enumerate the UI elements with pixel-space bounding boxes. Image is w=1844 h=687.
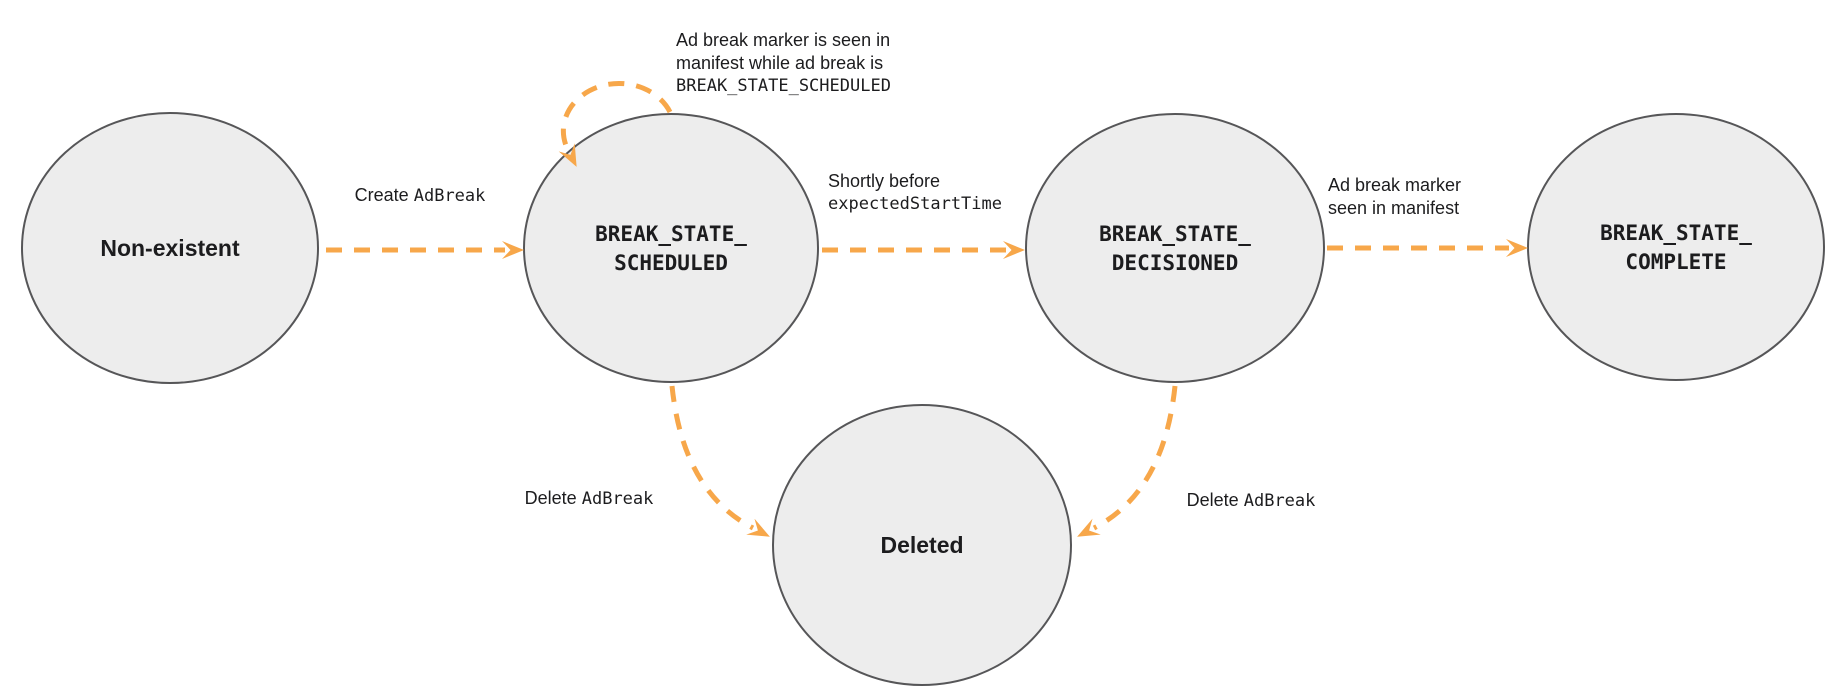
state-node-non-existent [21, 112, 319, 384]
transition-label-marker-seen-in-manifest: Ad break marker seen in manifest [1328, 174, 1461, 220]
state-label-line: COMPLETE [1625, 250, 1727, 274]
transition-label-code: AdBreak [581, 489, 654, 509]
transition-label-line: Ad break marker is seen in [676, 30, 891, 50]
state-label-line: BREAK_STATE_ [595, 222, 747, 246]
state-label-deleted: Deleted [880, 532, 964, 558]
state-node-break-state-scheduled [523, 113, 819, 383]
state-label-non-existent: Non-existent [100, 235, 240, 261]
transition-label-code: AdBreak [413, 186, 486, 206]
transition-label-line: Ad break marker [1328, 175, 1462, 195]
transition-label-self-loop-scheduled: Ad break marker is seen in manifest whil… [676, 29, 891, 98]
state-label-break-state-decisioned: BREAK_STATE_ DECISIONED [1099, 220, 1251, 278]
state-label-line: SCHEDULED [614, 251, 728, 275]
transition-label-text: Shortly before [828, 171, 941, 191]
state-node-break-state-decisioned [1025, 113, 1325, 383]
transition-arrow-self-loop-scheduled [558, 80, 673, 167]
transition-arrow-scheduled-to-deleted [669, 385, 770, 537]
transition-arrow-decisioned-to-deleted [1077, 385, 1178, 537]
state-label-line: BREAK_STATE_ [1600, 221, 1752, 245]
state-label-break-state-complete: BREAK_STATE_ COMPLETE [1600, 219, 1752, 277]
state-node-deleted [772, 404, 1072, 686]
transition-label-text: Delete [524, 488, 577, 508]
transition-label-text: Delete [1186, 490, 1239, 510]
state-label-line: BREAK_STATE_ [1099, 222, 1251, 246]
transition-label-line: manifest while ad break is [676, 53, 884, 73]
state-label-break-state-scheduled: BREAK_STATE_ SCHEDULED [595, 220, 747, 278]
transition-label-shortly-before-start: Shortly before expectedStartTime [828, 170, 1002, 216]
transition-label-text: Create [354, 185, 409, 205]
transition-label-line: seen in manifest [1328, 198, 1460, 218]
state-label-line: DECISIONED [1111, 251, 1239, 275]
transition-label-code: expectedStartTime [828, 194, 1002, 214]
transition-label-code: BREAK_STATE_SCHEDULED [676, 76, 891, 96]
transition-label-code: AdBreak [1243, 491, 1316, 511]
state-node-break-state-complete [1527, 113, 1825, 381]
